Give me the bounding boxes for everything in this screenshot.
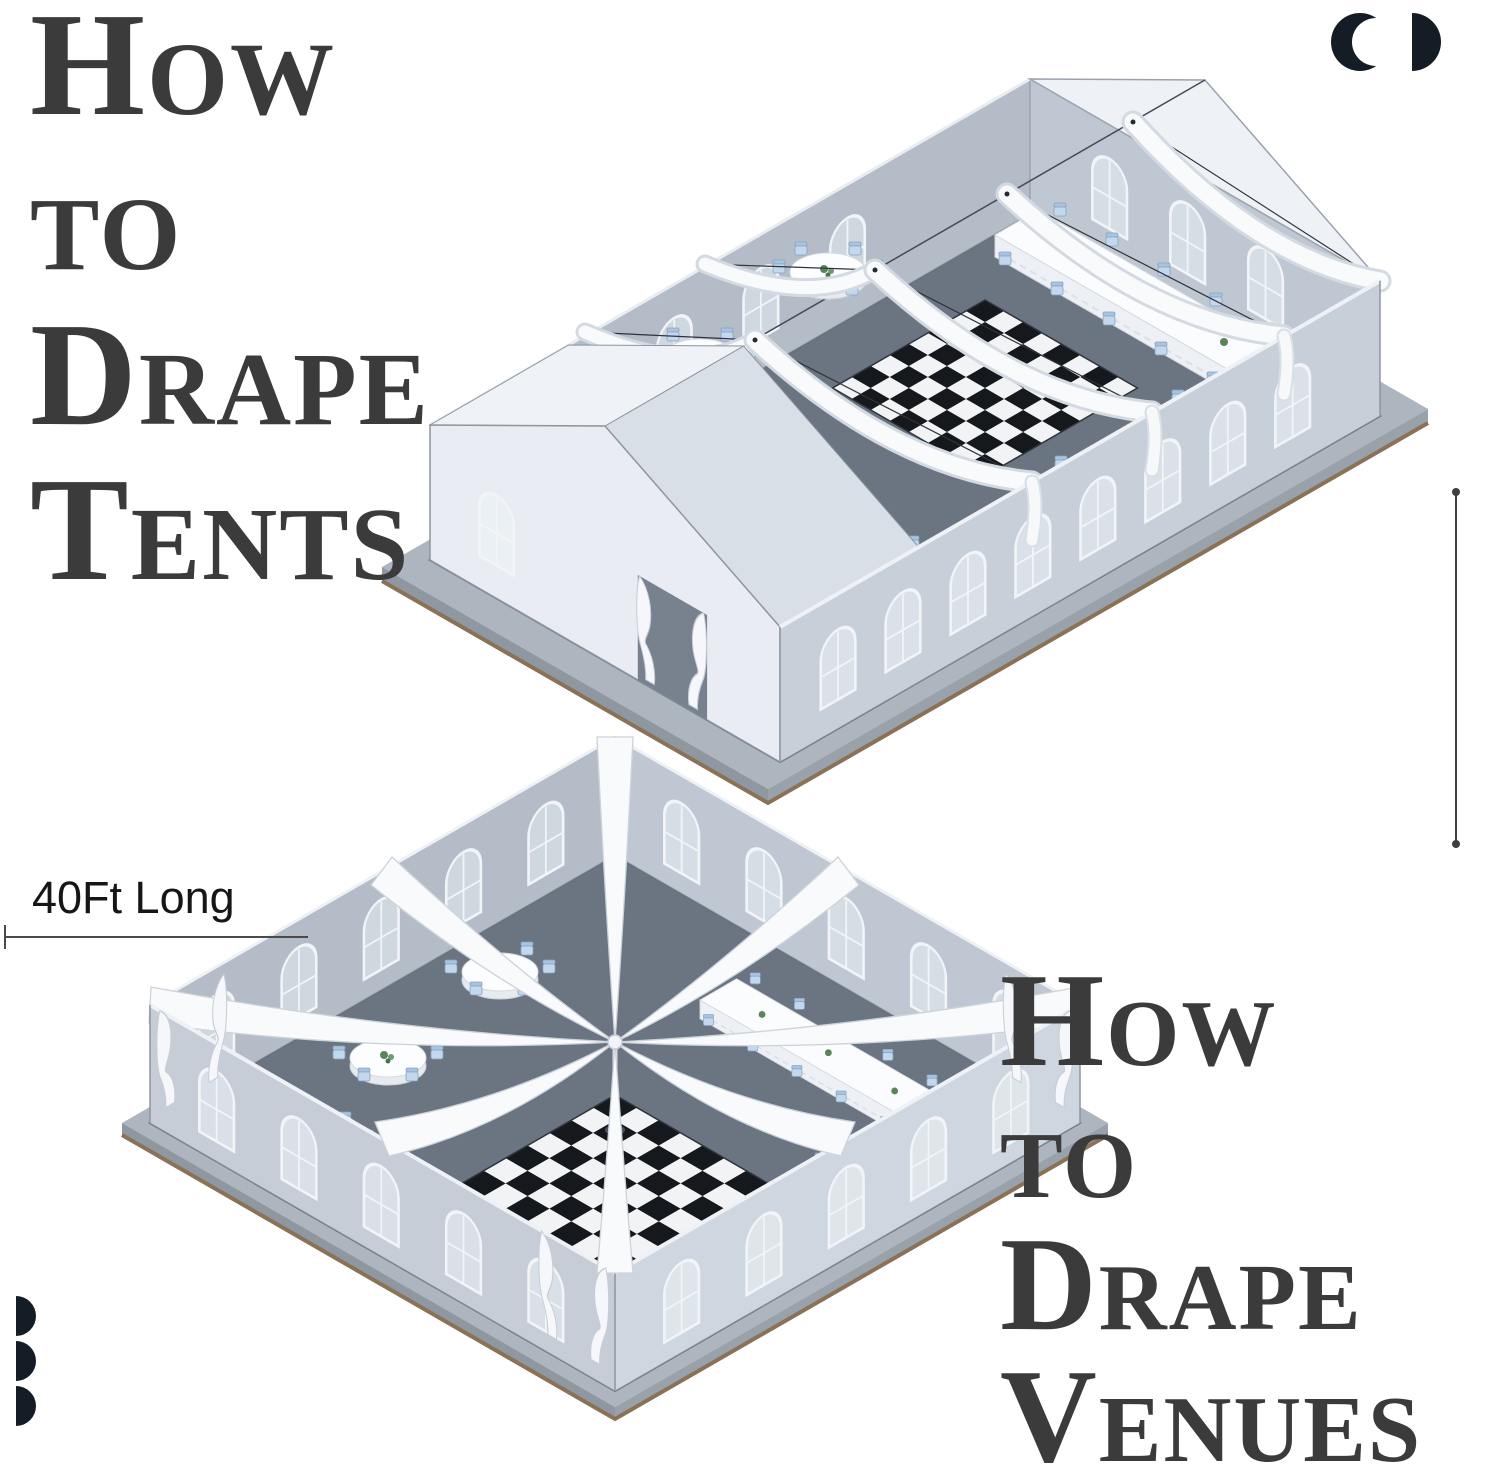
tent-near-gable-wall xyxy=(429,424,781,764)
title-line-2: to xyxy=(1000,1078,1139,1226)
title-line-4: Venues xyxy=(1000,1342,1423,1469)
brand-logo-bottom-left xyxy=(8,1296,66,1441)
title-line-2: to xyxy=(30,138,183,302)
length-dimension-tick xyxy=(4,925,6,949)
venue-radial-drapes-near xyxy=(374,1041,856,1274)
length-dimension-label: 40Ft Long xyxy=(32,872,235,923)
drape-tails xyxy=(1024,328,1295,548)
half-circle-icon xyxy=(16,1296,36,1336)
half-circle-icon xyxy=(16,1386,36,1426)
half-circle-icon xyxy=(16,1341,36,1381)
tent-illustration xyxy=(381,77,1429,806)
dimension-endpoint-dot xyxy=(1452,488,1460,496)
title-line-3: Drape xyxy=(30,293,430,457)
title-line-1: How xyxy=(30,0,337,147)
title-line-1: How xyxy=(1000,946,1278,1094)
drape-center-knot xyxy=(607,1034,623,1050)
title-how-to-drape-tents: How to Drape Tents xyxy=(30,0,430,608)
half-circle-icon xyxy=(1412,13,1441,71)
brand-logo-top-right xyxy=(1326,6,1456,83)
title-how-to-drape-venues: How to Drape Venues xyxy=(1000,946,1423,1469)
dimension-endpoint-dot xyxy=(1452,840,1460,848)
venue-illustration xyxy=(121,735,1109,1422)
title-line-4: Tents xyxy=(30,448,411,612)
height-dimension-line xyxy=(1455,492,1457,844)
length-dimension-line xyxy=(4,936,308,938)
title-line-3: Drape xyxy=(1000,1210,1363,1358)
venue-radial-drapes xyxy=(148,736,1082,1047)
